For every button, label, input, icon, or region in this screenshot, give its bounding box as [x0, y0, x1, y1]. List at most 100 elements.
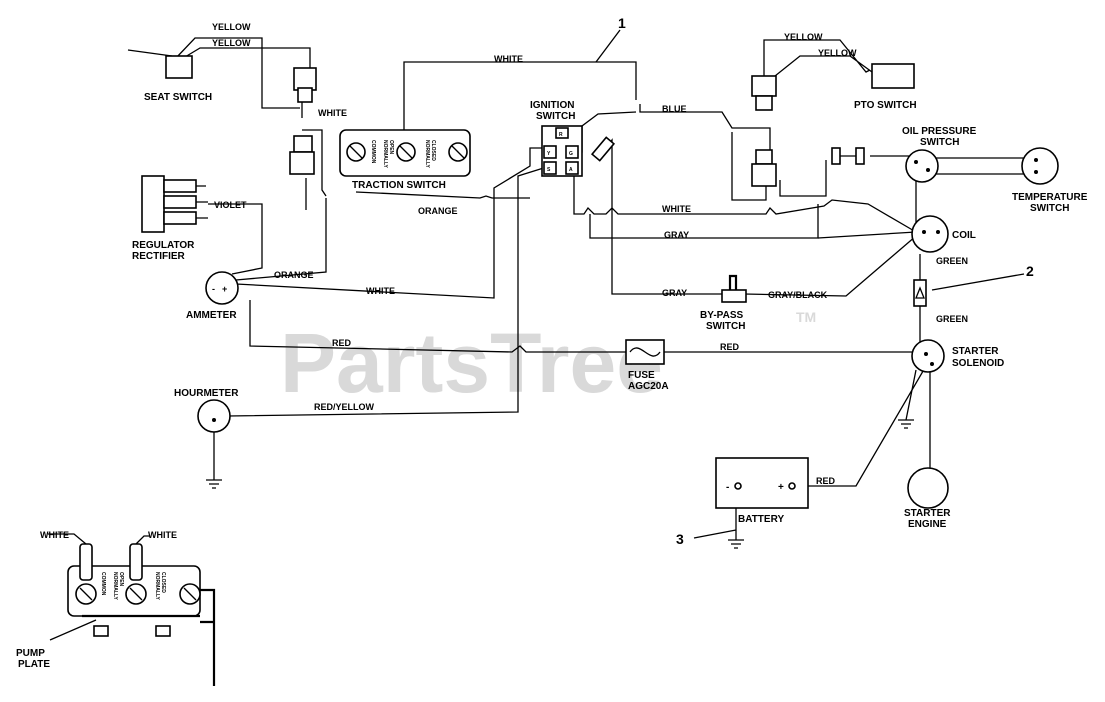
starter-solenoid-label-2: SOLENOID [952, 358, 1004, 369]
wire-label-blue: BLUE [662, 104, 687, 114]
wire-label-red-3: RED [816, 476, 836, 486]
bypass-label-1: BY-PASS [700, 310, 743, 321]
traction-switch: COMMON NORMALLY OPEN NORMALLY CLOSED [339, 129, 471, 177]
ammeter-plus: + [222, 284, 227, 294]
ignition-plug [590, 136, 616, 162]
pto-switch [871, 63, 915, 89]
wire-label-red-yellow: RED/YELLOW [314, 402, 375, 412]
pump-normally-label: NORMALLY [112, 572, 118, 601]
wire-label-white-ammeter: WHITE [366, 286, 395, 296]
wire-labels: YELLOW YELLOW YELLOW YELLOW WHITE WHITE … [40, 22, 968, 540]
traction-nc-label-2: CLOSED [430, 140, 436, 161]
regulator-rectifier [141, 175, 208, 233]
wire-label-yellow-1: YELLOW [212, 22, 251, 32]
ignition-term-s: S [547, 167, 551, 173]
traction-normally-label: NORMALLY [382, 140, 388, 169]
wire-label-green-2: GREEN [936, 314, 968, 324]
watermark: PartsTree TM [280, 309, 816, 410]
battery: - + [715, 457, 809, 509]
pump-common-label: COMMON [100, 572, 106, 596]
wire-label-orange-1: ORANGE [418, 206, 458, 216]
wire-label-white-pump-1: WHITE [40, 530, 69, 540]
seat-connector [293, 67, 317, 103]
ground-symbols [206, 419, 914, 549]
ignition-term-a: A [569, 167, 573, 173]
wire-label-red-1: RED [332, 338, 352, 348]
hourmeter [197, 399, 231, 433]
ammeter-minus: - [212, 284, 215, 294]
right-connector [751, 149, 777, 187]
starter-engine-label-1: STARTER [904, 508, 951, 519]
watermark-tm: TM [796, 309, 816, 325]
diode [913, 279, 927, 307]
callout-2: 2 [1026, 263, 1034, 279]
pump-nc-label-1: NORMALLY [154, 572, 160, 601]
regulator-label-2: RECTIFIER [132, 251, 186, 262]
battery-label: BATTERY [738, 514, 784, 525]
oil-connector [831, 147, 865, 165]
wire-label-orange-2: ORANGE [274, 270, 314, 280]
battery-plus: + [778, 482, 784, 493]
component-labels: SEAT SWITCH TRACTION SWITCH IGNITION SWI… [16, 92, 1088, 670]
pump-plate-assembly: COMMON NORMALLY OPEN NORMALLY CLOSED [48, 533, 216, 686]
ignition-term-g: G [569, 151, 573, 157]
ignition-switch: R Y G S A [541, 125, 583, 177]
wire-label-red-2: RED [720, 342, 740, 352]
oil-pressure-label-1: OIL PRESSURE [902, 126, 977, 137]
wire-label-yellow-2: YELLOW [212, 38, 251, 48]
fuse-label-2: AGC20A [628, 381, 669, 392]
starter-solenoid-label-1: STARTER [952, 346, 999, 357]
wire-label-gray-1: GRAY [664, 230, 689, 240]
wire-label-yellow-4: YELLOW [818, 48, 857, 58]
wire-label-white-top: WHITE [494, 54, 523, 64]
traction-switch-label: TRACTION SWITCH [352, 180, 446, 191]
callout-1: 1 [618, 15, 626, 31]
fuse [625, 339, 665, 365]
seat-switch [165, 55, 193, 79]
wire-label-white-seat: WHITE [318, 108, 347, 118]
starter-engine [907, 467, 949, 509]
regulator-label-1: REGULATOR [132, 240, 195, 251]
temperature-switch [1021, 147, 1059, 185]
ammeter: - + [205, 271, 239, 305]
bypass-switch [721, 274, 747, 303]
traction-open-label: OPEN [388, 140, 394, 155]
battery-minus: - [726, 482, 729, 493]
wires [49, 29, 1036, 641]
oil-pressure-switch [905, 149, 939, 183]
watermark-text: PartsTree [280, 316, 663, 410]
seat-switch-label: SEAT SWITCH [144, 92, 212, 103]
wire-label-yellow-3: YELLOW [784, 32, 823, 42]
wire-label-white-mid: WHITE [662, 204, 691, 214]
traction-nc-label-1: NORMALLY [424, 140, 430, 169]
wire-label-gray-2: GRAY [662, 288, 687, 298]
bypass-label-2: SWITCH [706, 321, 745, 332]
oil-pressure-label-2: SWITCH [920, 137, 959, 148]
ammeter-label: AMMETER [186, 310, 237, 321]
callout-3: 3 [676, 531, 684, 547]
starter-solenoid [911, 339, 945, 373]
temperature-label-1: TEMPERATURE [1012, 192, 1088, 203]
fuse-label-1: FUSE [628, 370, 655, 381]
coil [911, 215, 949, 253]
pump-open-label: OPEN [118, 572, 124, 587]
ignition-term-y: Y [547, 151, 551, 157]
coil-label: COIL [952, 230, 976, 241]
wire-label-gray-black: GRAY/BLACK [768, 290, 828, 300]
ignition-term-r: R [559, 132, 563, 138]
pto-switch-label: PTO SWITCH [854, 100, 917, 111]
wire-label-white-pump-2: WHITE [148, 530, 177, 540]
wire-label-green-1: GREEN [936, 256, 968, 266]
traction-connector [289, 135, 315, 175]
callouts: 1 2 3 [618, 15, 1034, 547]
temperature-label-2: SWITCH [1030, 203, 1069, 214]
pump-nc-label-2: CLOSED [160, 572, 166, 593]
traction-common-label: COMMON [370, 140, 376, 164]
ignition-switch-label-2: SWITCH [536, 111, 575, 122]
pump-plate-label-2: PLATE [18, 659, 50, 670]
pto-connector [751, 75, 777, 111]
starter-engine-label-2: ENGINE [908, 519, 947, 530]
hourmeter-label: HOURMETER [174, 388, 239, 399]
wire-label-violet: VIOLET [214, 200, 247, 210]
